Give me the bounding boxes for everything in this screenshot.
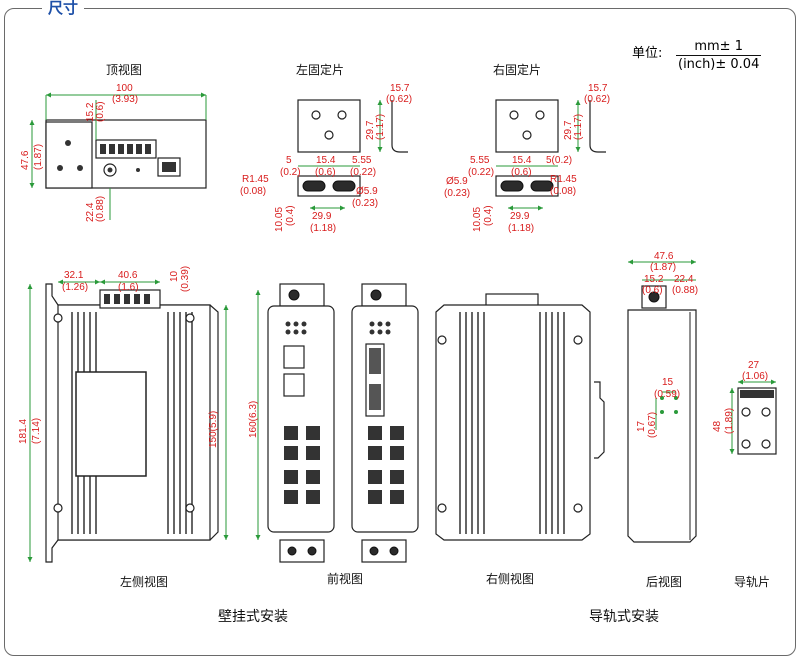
- dim-ls-150: 150(5.9): [208, 411, 219, 448]
- dim-lb-008: (0.08): [240, 186, 266, 197]
- left-bracket-drawing: [297, 99, 408, 211]
- dim-rb-117: (1.17): [573, 114, 584, 140]
- dim-top-100: 100: [116, 83, 133, 94]
- dim-rv-06: (0.6): [642, 285, 663, 296]
- dim-rc-27: 27: [748, 360, 760, 371]
- dim-ls-1814: 181.4: [18, 419, 29, 444]
- dim-rb-r145: R1.45: [550, 174, 577, 185]
- left-side-view-label: 左侧视图: [120, 575, 169, 589]
- dim-lb-022: (0.22): [350, 167, 376, 178]
- dimension-labels: 100 (3.93) 15.2 (0.6) 47.6 (1.87) 22.4 (…: [18, 83, 768, 448]
- dim-lb-117: (1.17): [375, 114, 386, 140]
- unit-denominator: (inch)± 0.04: [678, 57, 760, 72]
- rear-view-label: 后视图: [646, 575, 683, 589]
- wall-mount-label: 壁挂式安装: [218, 609, 288, 625]
- dim-top-224: 22.4: [85, 202, 96, 222]
- dim-lb-r145: R1.45: [242, 174, 269, 185]
- dim-lb-157: 15.7: [390, 83, 410, 94]
- right-side-view-label: 右侧视图: [486, 572, 535, 586]
- din-mount-label: 导轨式安装: [589, 609, 659, 625]
- dim-rc-106: (1.06): [742, 371, 768, 382]
- dim-lb-06: (0.6): [315, 167, 336, 178]
- dim-fv-160: 160(6.3): [248, 401, 259, 438]
- drawing-frame: [4, 8, 796, 656]
- dim-rb-062: (0.62): [584, 94, 610, 105]
- dim-rb-06: (0.6): [511, 167, 532, 178]
- dim-ls-406: 40.6: [118, 270, 138, 281]
- dim-ls-714: (7.14): [31, 418, 42, 444]
- dim-lb-5: 5: [286, 155, 292, 166]
- right-bracket-label: 右固定片: [493, 63, 542, 77]
- right-bracket-drawing: [495, 99, 606, 211]
- dim-rv-15: 15: [662, 377, 674, 388]
- dim-top-152: 15.2: [85, 102, 96, 122]
- top-view-drawing: [29, 92, 207, 220]
- dim-rb-297: 29.7: [563, 120, 574, 140]
- dim-rb-d59: Ø5.9: [446, 176, 468, 187]
- dim-lb-299: 29.9: [312, 211, 332, 222]
- dim-rb-299: 29.9: [510, 211, 530, 222]
- unit-fraction: mm± 1 (inch)± 0.04: [676, 38, 762, 73]
- dim-rb-1005: 10.05: [472, 207, 483, 232]
- dim-rv-187: (1.87): [650, 262, 676, 273]
- dim-rv-059: (0.59): [654, 389, 680, 400]
- dim-top-088: (0.88): [95, 196, 106, 222]
- rail-clip-label: 导轨片: [734, 575, 771, 589]
- dim-rb-118: (1.18): [508, 223, 534, 234]
- dim-rv-224: 22.4: [674, 274, 694, 285]
- dim-lb-d59: Ø5.9: [356, 186, 378, 197]
- dim-rb-023: (0.23): [444, 188, 470, 199]
- dim-top-06: (0.6): [95, 101, 106, 122]
- dim-rb-5: 5(0.2): [546, 155, 572, 166]
- rail-clip-drawing: [729, 379, 777, 455]
- unit-label: 单位:: [632, 46, 663, 61]
- dim-rb-022: (0.22): [468, 167, 494, 178]
- dim-lb-118: (1.18): [310, 223, 336, 234]
- dim-rb-154: 15.4: [512, 155, 532, 166]
- dim-rv-152: 15.2: [644, 274, 664, 285]
- dim-lb-555: 5.55: [352, 155, 372, 166]
- right-side-view-drawing: [435, 293, 605, 541]
- dim-ls-10: 10: [169, 270, 180, 282]
- dim-rb-008: (0.08): [550, 186, 576, 197]
- dim-lb-297: 29.7: [365, 120, 376, 140]
- dim-top-476: 47.6: [20, 150, 31, 170]
- dim-rv-067: (0.67): [647, 412, 658, 438]
- dim-rb-157: 15.7: [588, 83, 608, 94]
- front-view-drawing: [255, 283, 419, 563]
- unit-numerator: mm± 1: [676, 38, 762, 56]
- front-view-label: 前视图: [327, 572, 364, 586]
- left-side-view-drawing: [27, 279, 229, 563]
- dim-rv-476: 47.6: [654, 251, 674, 262]
- left-bracket-label: 左固定片: [296, 63, 345, 77]
- dim-lb-02: (0.2): [280, 167, 301, 178]
- dim-rb-04: (0.4): [483, 205, 494, 226]
- dim-top-187: (1.87): [33, 144, 44, 170]
- rear-view-drawing: [627, 259, 697, 543]
- dim-ls-16: (1.6): [118, 282, 139, 293]
- dim-lb-1005: 10.05: [274, 207, 285, 232]
- dim-ls-321: 32.1: [64, 270, 84, 281]
- dim-lb-023: (0.23): [352, 198, 378, 209]
- dim-rv-17: 17: [636, 420, 647, 432]
- dim-top-393: (3.93): [112, 94, 138, 105]
- dim-rv-088: (0.88): [672, 285, 698, 296]
- dim-rb-555: 5.55: [470, 155, 490, 166]
- section-title: 尺寸: [42, 0, 85, 16]
- top-view-label: 顶视图: [106, 63, 143, 77]
- dim-ls-126: (1.26): [62, 282, 88, 293]
- dim-ls-039: (0.39): [180, 266, 191, 292]
- dim-rc-48: 48: [712, 420, 723, 432]
- dim-lb-154: 15.4: [316, 155, 336, 166]
- dim-lb-04: (0.4): [285, 205, 296, 226]
- dim-rc-189: (1.89): [724, 408, 735, 434]
- dim-lb-062: (0.62): [386, 94, 412, 105]
